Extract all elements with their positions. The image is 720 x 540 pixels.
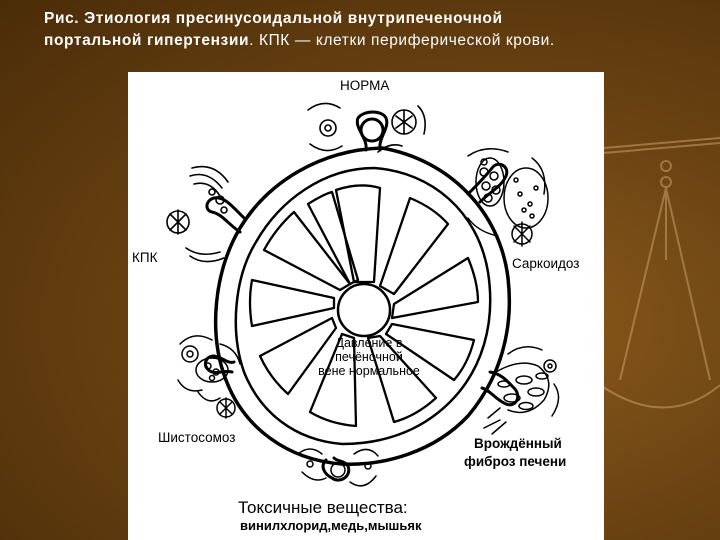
- congenital-fibrosis-ducts: [483, 346, 560, 435]
- liver-lobule-diagram: [166, 102, 560, 487]
- portal-tracts: [204, 110, 520, 482]
- center-label-line3: вене нормальное: [318, 364, 420, 378]
- label-congenital-line2: фиброз печени: [464, 454, 567, 469]
- caption-title-line2: портальной гипертензии: [44, 32, 250, 49]
- label-schistosomiasis: Шистосомоз: [158, 430, 236, 445]
- toxic-portal-lesion: [297, 448, 379, 487]
- label-norm: НОРМА: [340, 78, 390, 93]
- center-label-line2: печёночной: [335, 350, 403, 364]
- figure-caption: Рис. Этиология пресинусоидальной внутрип…: [44, 8, 704, 52]
- inner-ring: [234, 166, 492, 446]
- sarcoidosis-granulomas: [467, 148, 549, 247]
- center-label-line1: Давление в: [335, 336, 403, 350]
- outer-ring: [213, 146, 512, 466]
- caption-note: . КПК — клетки периферической крови.: [249, 32, 555, 49]
- hepatic-plates: [248, 184, 480, 428]
- label-sarcoidosis: Саркоидоз: [512, 256, 580, 271]
- label-congenital-line1: Врождённый: [474, 436, 562, 451]
- kpk-infiltrate: [166, 165, 229, 263]
- label-toxic-title: Токсичные вещества:: [238, 498, 408, 517]
- caption-title-line1: Этиология пресинусоидальной внутрипечено…: [84, 10, 503, 27]
- label-toxic-list: винилхлорид,медь,мышьяк: [240, 518, 422, 533]
- norm-portal-triad: [307, 102, 426, 153]
- caption-prefix: Рис.: [44, 10, 80, 27]
- schistosomiasis-eggs: [177, 335, 241, 419]
- label-kpk: КПК: [132, 250, 158, 265]
- central-vein: [336, 282, 392, 338]
- diagram-panel: НОРМА КПК Саркоидоз Шистосомоз Врождённы…: [128, 72, 604, 540]
- center-label: Давление в печёночной вене нормальное: [304, 336, 434, 378]
